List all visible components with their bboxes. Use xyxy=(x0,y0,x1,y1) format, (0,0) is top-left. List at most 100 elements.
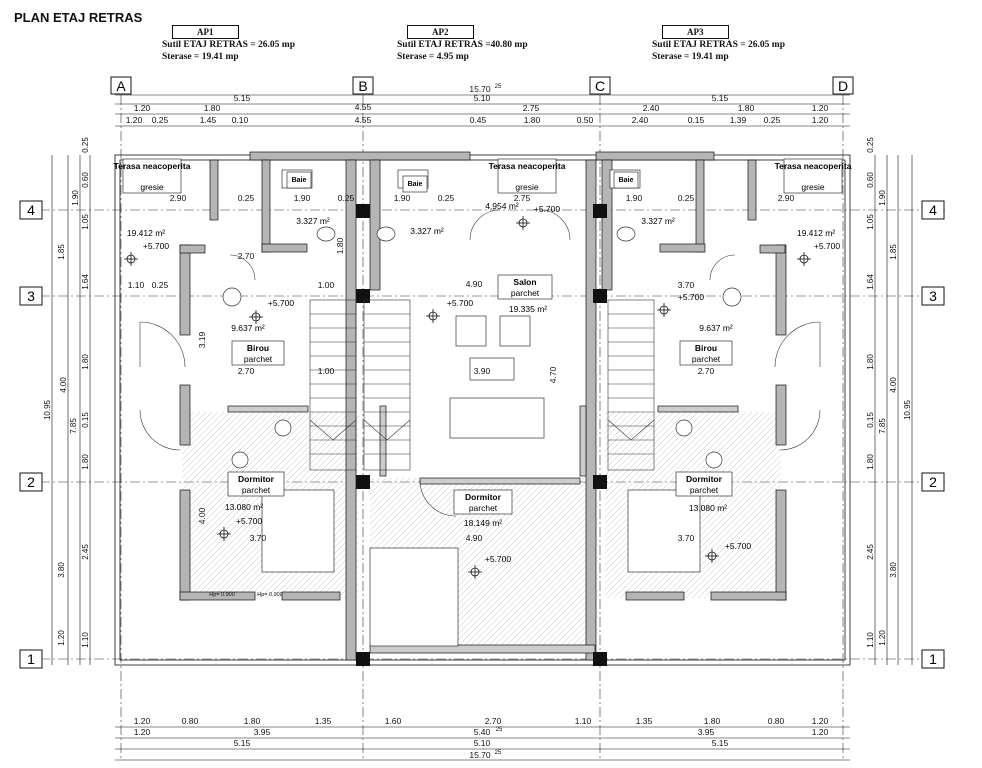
dim-label: 2.70 xyxy=(238,251,255,261)
dim-label: 1.80 xyxy=(866,454,875,470)
room-floor-bed-right: parchet xyxy=(690,485,719,495)
room-level-living: +5.700 xyxy=(447,298,474,308)
row-axis-markers: 4 3 2 1 4 3 2 1 xyxy=(19,200,945,669)
room-level-terrace-right: +5.700 xyxy=(814,241,841,251)
room-level-terrace-left: +5.700 xyxy=(143,241,170,251)
dim-label: 1.80 xyxy=(81,354,90,370)
dim-label: 0.25 xyxy=(238,193,255,203)
dim-label: 2.45 xyxy=(866,544,875,560)
toilet-icon xyxy=(316,226,336,242)
room-area-office-left: 9.637 m² xyxy=(231,323,265,333)
dim-label: 7.85 xyxy=(878,418,887,434)
dim-label: 1.20 xyxy=(812,716,829,726)
dim-label: 2.90 xyxy=(778,193,795,203)
dim-label: 2.40 xyxy=(632,115,649,125)
room-area-bed-left: 13.080 m² xyxy=(225,502,263,512)
dim-label: 1.10 xyxy=(575,716,592,726)
axis-label-b: B xyxy=(358,78,367,94)
chair-icon xyxy=(222,287,242,307)
dim-label: 1.80 xyxy=(244,716,261,726)
room-area-office-right: 9.637 m² xyxy=(699,323,733,333)
dim-total-top: 15.70 xyxy=(469,84,491,94)
dim-label: 5.10 xyxy=(474,738,491,748)
room-floor-office-left: parchet xyxy=(244,354,273,364)
axis-label-4-left: 4 xyxy=(27,202,35,218)
bed-middle xyxy=(369,547,459,647)
room-name-bed-right: Dormitor xyxy=(686,474,723,484)
dim-total-bottom: 15.70 xyxy=(469,750,491,760)
dim-label: 4.00 xyxy=(889,377,898,393)
window-label: Hp= 0.900 xyxy=(257,592,283,598)
dim-total-bottom-sup: 25 xyxy=(495,750,502,756)
room-name-bath-right: Baie xyxy=(619,177,634,184)
dim-label: 1.00 xyxy=(318,280,335,290)
dim-label: 1.35 xyxy=(636,716,653,726)
apartment-area: Sutil ETAJ RETRAS =40.80 mp xyxy=(397,40,528,50)
dim-label: 1.90 xyxy=(878,190,887,206)
room-area-bath-mid: 3.327 m² xyxy=(410,226,444,236)
room-floor-terrace-right: gresie xyxy=(801,182,824,192)
dim-total-top-sup: 25 xyxy=(495,84,502,90)
armchair xyxy=(455,315,487,347)
axis-label-d: D xyxy=(838,78,848,94)
axis-label-2-right: 2 xyxy=(929,474,937,490)
dim-label: 5.10 xyxy=(474,93,491,103)
dim-label: 0.80 xyxy=(182,716,199,726)
dim-label: 7.85 xyxy=(69,418,78,434)
chair-icon xyxy=(722,287,742,307)
dim-label: 0.60 xyxy=(866,172,875,188)
bed-left xyxy=(261,489,335,573)
room-area-terrace-mid: 4.954 m² xyxy=(485,201,519,211)
dim-label: 0.10 xyxy=(232,115,249,125)
room-floor-terrace-left: gresie xyxy=(140,182,163,192)
dim-label: 1.20 xyxy=(134,103,151,113)
dim-label: 1.60 xyxy=(385,716,402,726)
dim-label: 2.75 xyxy=(523,103,540,113)
room-floor-office-right: parchet xyxy=(692,354,721,364)
dim-label: 2.45 xyxy=(81,544,90,560)
room-area-bed-mid: 18.149 m² xyxy=(464,518,502,528)
axis-label-1-left: 1 xyxy=(27,651,35,667)
bed-right xyxy=(627,489,701,573)
room-tags: Terasa neacoperita gresie 19.412 m² +5.7… xyxy=(114,158,852,564)
top-dimensions: 15.70 25 5.15 4.55 5.10 5.15 1.20 1.80 2… xyxy=(115,84,850,127)
apartment-terrace: Sterase = 19.41 mp xyxy=(162,52,239,62)
chair-icon xyxy=(231,451,249,469)
axis-label-4-right: 4 xyxy=(929,202,937,218)
dim-label: 1.80 xyxy=(704,716,721,726)
dim-label: 5.15 xyxy=(234,738,251,748)
level-markers xyxy=(124,216,811,579)
apartment-summary-ap3: AP3 Sutil ETAJ RETRAS = 26.05 mp Sterase… xyxy=(652,25,785,63)
room-level-bed-mid: +5.700 xyxy=(485,554,512,564)
armchair xyxy=(499,315,531,347)
dim-label: 3.70 xyxy=(678,533,695,543)
dim-label: 10.95 xyxy=(43,399,52,420)
dim-label: 5.15 xyxy=(712,93,729,103)
dim-label: 1.90 xyxy=(71,190,80,206)
room-name-bath-left: Baie xyxy=(292,177,307,184)
doors xyxy=(139,209,821,517)
dim-label: 1.20 xyxy=(812,727,829,737)
bottom-dimensions: 1.20 0.80 1.80 1.35 1.60 2.70 1.10 1.35 … xyxy=(115,716,850,761)
axis-label-1-right: 1 xyxy=(929,651,937,667)
dim-label: 0.25 xyxy=(152,280,169,290)
dim-label: 1.64 xyxy=(866,274,875,290)
dim-label: 3.95 xyxy=(698,727,715,737)
toilet-icon xyxy=(376,226,396,242)
room-name-living: Salon xyxy=(513,277,536,287)
axis-label-2-left: 2 xyxy=(27,474,35,490)
dim-label: 4.70 xyxy=(548,366,558,383)
room-name-terrace-mid: Terasa neacoperita xyxy=(489,161,566,171)
room-floor-living: parchet xyxy=(511,288,540,298)
dim-label: 0.45 xyxy=(470,115,487,125)
column-axis-markers: A B C D xyxy=(110,76,854,95)
dim-label: 5.15 xyxy=(712,738,729,748)
dim-label: 4.55 xyxy=(355,102,372,112)
dim-label: 1.90 xyxy=(626,193,643,203)
dim-label: 1.90 xyxy=(294,193,311,203)
apartment-area: Sutil ETAJ RETRAS = 26.05 mp xyxy=(652,40,785,50)
dim-label: 1.80 xyxy=(81,454,90,470)
stairs-right xyxy=(607,299,655,471)
room-area-bath-left: 3.327 m² xyxy=(296,216,330,226)
room-name-bed-left: Dormitor xyxy=(238,474,275,484)
